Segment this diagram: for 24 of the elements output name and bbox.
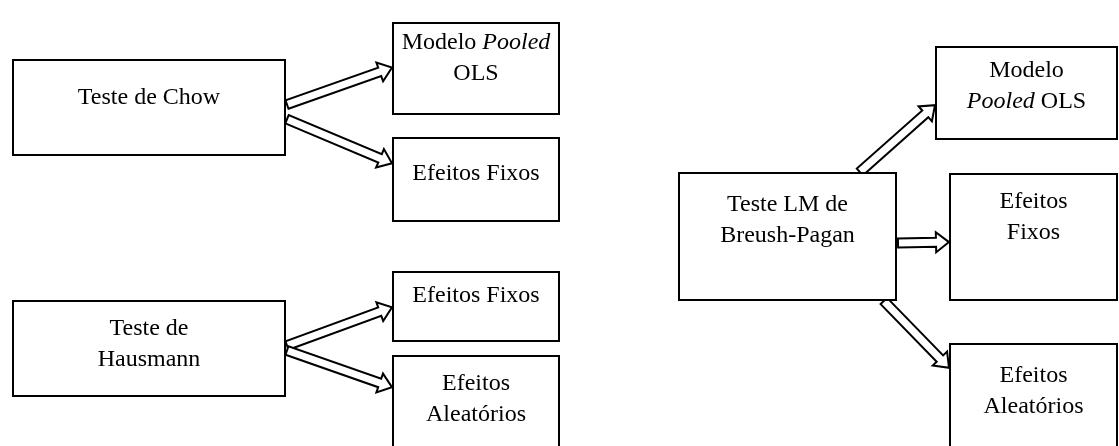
block-arrow [896,230,951,255]
block-arrow [284,60,394,111]
process-box [12,300,286,397]
box-label: Efeitos Fixos [412,280,540,309]
box-label: Efeitos Fixos [412,158,540,187]
process-box [392,355,560,446]
box-label: Modelo Pooled OLS [400,27,552,88]
box-label: Teste de Hausmann [96,313,202,374]
process-box [949,173,1118,301]
process-box [392,137,560,222]
box-label: Modelo Pooled OLS [965,55,1088,116]
process-box [949,343,1118,446]
process-box [935,46,1118,140]
process-box [392,271,560,342]
block-arrow [284,113,394,169]
box-label: Efeitos Fixos [998,186,1069,247]
box-label: Efeitos Aleatórios [982,360,1085,421]
process-box [12,59,286,156]
process-box [678,172,897,301]
box-label: Efeitos Aleatórios [425,368,527,429]
box-label: Teste de Chow [77,82,221,111]
process-box [392,22,560,115]
box-label: Teste LM de Breush-Pagan [719,189,856,250]
block-arrow [284,344,394,394]
